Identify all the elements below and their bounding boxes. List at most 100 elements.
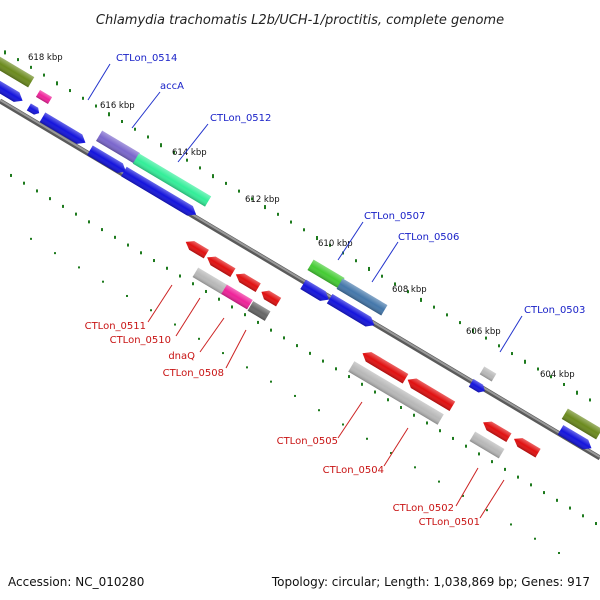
guide-dot — [368, 266, 370, 271]
guide-dot — [75, 212, 77, 216]
dotted-guide-lines — [4, 50, 597, 555]
cds-feature[interactable] — [326, 293, 377, 330]
gene-label[interactable]: CTLon_0512 — [210, 113, 271, 124]
guide-dot — [400, 406, 402, 409]
cds-feature[interactable] — [87, 145, 129, 177]
cds-feature[interactable] — [481, 418, 512, 442]
guide-dot — [309, 351, 311, 355]
gene-label[interactable]: accA — [160, 81, 184, 92]
gene-label[interactable]: CTLon_0510 — [110, 335, 171, 346]
guide-dot — [114, 235, 116, 239]
guide-dot — [17, 58, 19, 62]
cds-feature[interactable] — [26, 103, 41, 116]
guide-dot — [595, 522, 597, 526]
guide-dot — [10, 173, 12, 177]
guide-dot — [459, 321, 461, 325]
guide-dot — [126, 294, 128, 297]
feature-bar[interactable] — [35, 89, 53, 105]
guide-dot — [225, 181, 227, 185]
cds-feature[interactable] — [360, 348, 409, 384]
cds-feature[interactable] — [300, 279, 331, 305]
feature-bar[interactable] — [192, 267, 228, 295]
guide-dot — [108, 112, 110, 117]
guide-dot — [550, 375, 552, 379]
guide-dot — [498, 344, 500, 348]
gene-features — [0, 56, 600, 459]
tick-label: 608 kbp — [392, 285, 427, 295]
gene-label[interactable]: CTLon_0503 — [524, 305, 585, 316]
gene-label[interactable]: CTLon_0506 — [398, 232, 459, 243]
cds-feature[interactable] — [233, 270, 261, 292]
gene-label[interactable]: CTLon_0502 — [393, 503, 454, 514]
guide-dot — [438, 480, 440, 483]
guide-dot — [140, 251, 142, 255]
cds-feature[interactable] — [0, 78, 25, 106]
gene-label[interactable]: CTLon_0501 — [419, 517, 480, 528]
guide-dot — [486, 509, 488, 512]
guide-dot — [394, 282, 396, 286]
cds-feature[interactable] — [557, 425, 595, 453]
feature-bar[interactable] — [469, 431, 505, 459]
guide-dot — [222, 352, 224, 355]
gene-label[interactable]: CTLon_0505 — [277, 436, 338, 447]
cds-feature[interactable] — [121, 166, 199, 219]
cds-feature[interactable] — [205, 253, 236, 277]
guide-dot — [127, 243, 129, 247]
feature-bar[interactable] — [221, 284, 253, 310]
guide-dot — [478, 452, 480, 456]
guide-dot — [381, 274, 383, 278]
tick-labels: 618 kbp 616 kbp 614 kbp 612 kbp 610 kbp … — [28, 53, 575, 380]
feature-bar[interactable] — [348, 361, 444, 425]
guide-dot — [218, 297, 220, 301]
guide-dot — [166, 266, 168, 270]
feature-bar[interactable] — [561, 408, 600, 440]
gene-label[interactable]: dnaQ — [168, 351, 195, 362]
guide-dot — [296, 344, 298, 348]
feature-bar[interactable] — [0, 56, 35, 88]
gene-label[interactable]: CTLon_0514 — [116, 53, 177, 64]
guide-dot — [56, 81, 58, 86]
guide-dot — [179, 274, 181, 278]
feature-bar[interactable] — [307, 259, 345, 289]
guide-dot — [88, 220, 90, 224]
guide-dot — [43, 73, 45, 77]
guide-dot — [335, 367, 337, 371]
guide-dot — [511, 352, 513, 356]
guide-dot — [212, 174, 214, 179]
guide-dot — [462, 494, 464, 497]
feature-bar[interactable] — [96, 130, 140, 164]
cds-feature[interactable] — [511, 435, 541, 458]
guide-dot — [524, 359, 526, 364]
guide-dot — [54, 252, 56, 255]
feature-bar[interactable] — [336, 278, 388, 316]
gene-label[interactable]: CTLon_0507 — [364, 211, 425, 222]
feature-bar[interactable] — [247, 301, 271, 321]
cds-feature[interactable] — [39, 112, 89, 147]
gene-label[interactable]: CTLon_0511 — [85, 321, 146, 332]
cds-feature[interactable] — [468, 379, 487, 395]
cds-feature[interactable] — [405, 375, 456, 412]
guide-dot — [366, 437, 368, 440]
feature-bar[interactable] — [132, 153, 212, 207]
guide-dot — [426, 421, 428, 425]
tick-label: 614 kbp — [172, 148, 207, 158]
guide-dot — [414, 466, 416, 469]
guide-dot — [121, 119, 123, 123]
guide-dot — [318, 409, 320, 412]
gene-label[interactable]: CTLon_0504 — [323, 465, 384, 476]
gene-label[interactable]: CTLon_0508 — [163, 368, 224, 379]
feature-bar[interactable] — [479, 366, 497, 382]
cds-feature[interactable] — [183, 238, 209, 259]
guide-dot — [543, 491, 545, 495]
guide-dot — [101, 228, 103, 232]
guide-dot — [576, 390, 578, 395]
guide-dot — [439, 429, 441, 433]
guide-dot — [264, 205, 266, 210]
guide-dot — [420, 297, 422, 302]
guide-dot — [30, 237, 32, 240]
cds-feature[interactable] — [259, 288, 282, 307]
guide-dot — [270, 328, 272, 332]
guide-dot — [556, 498, 558, 502]
